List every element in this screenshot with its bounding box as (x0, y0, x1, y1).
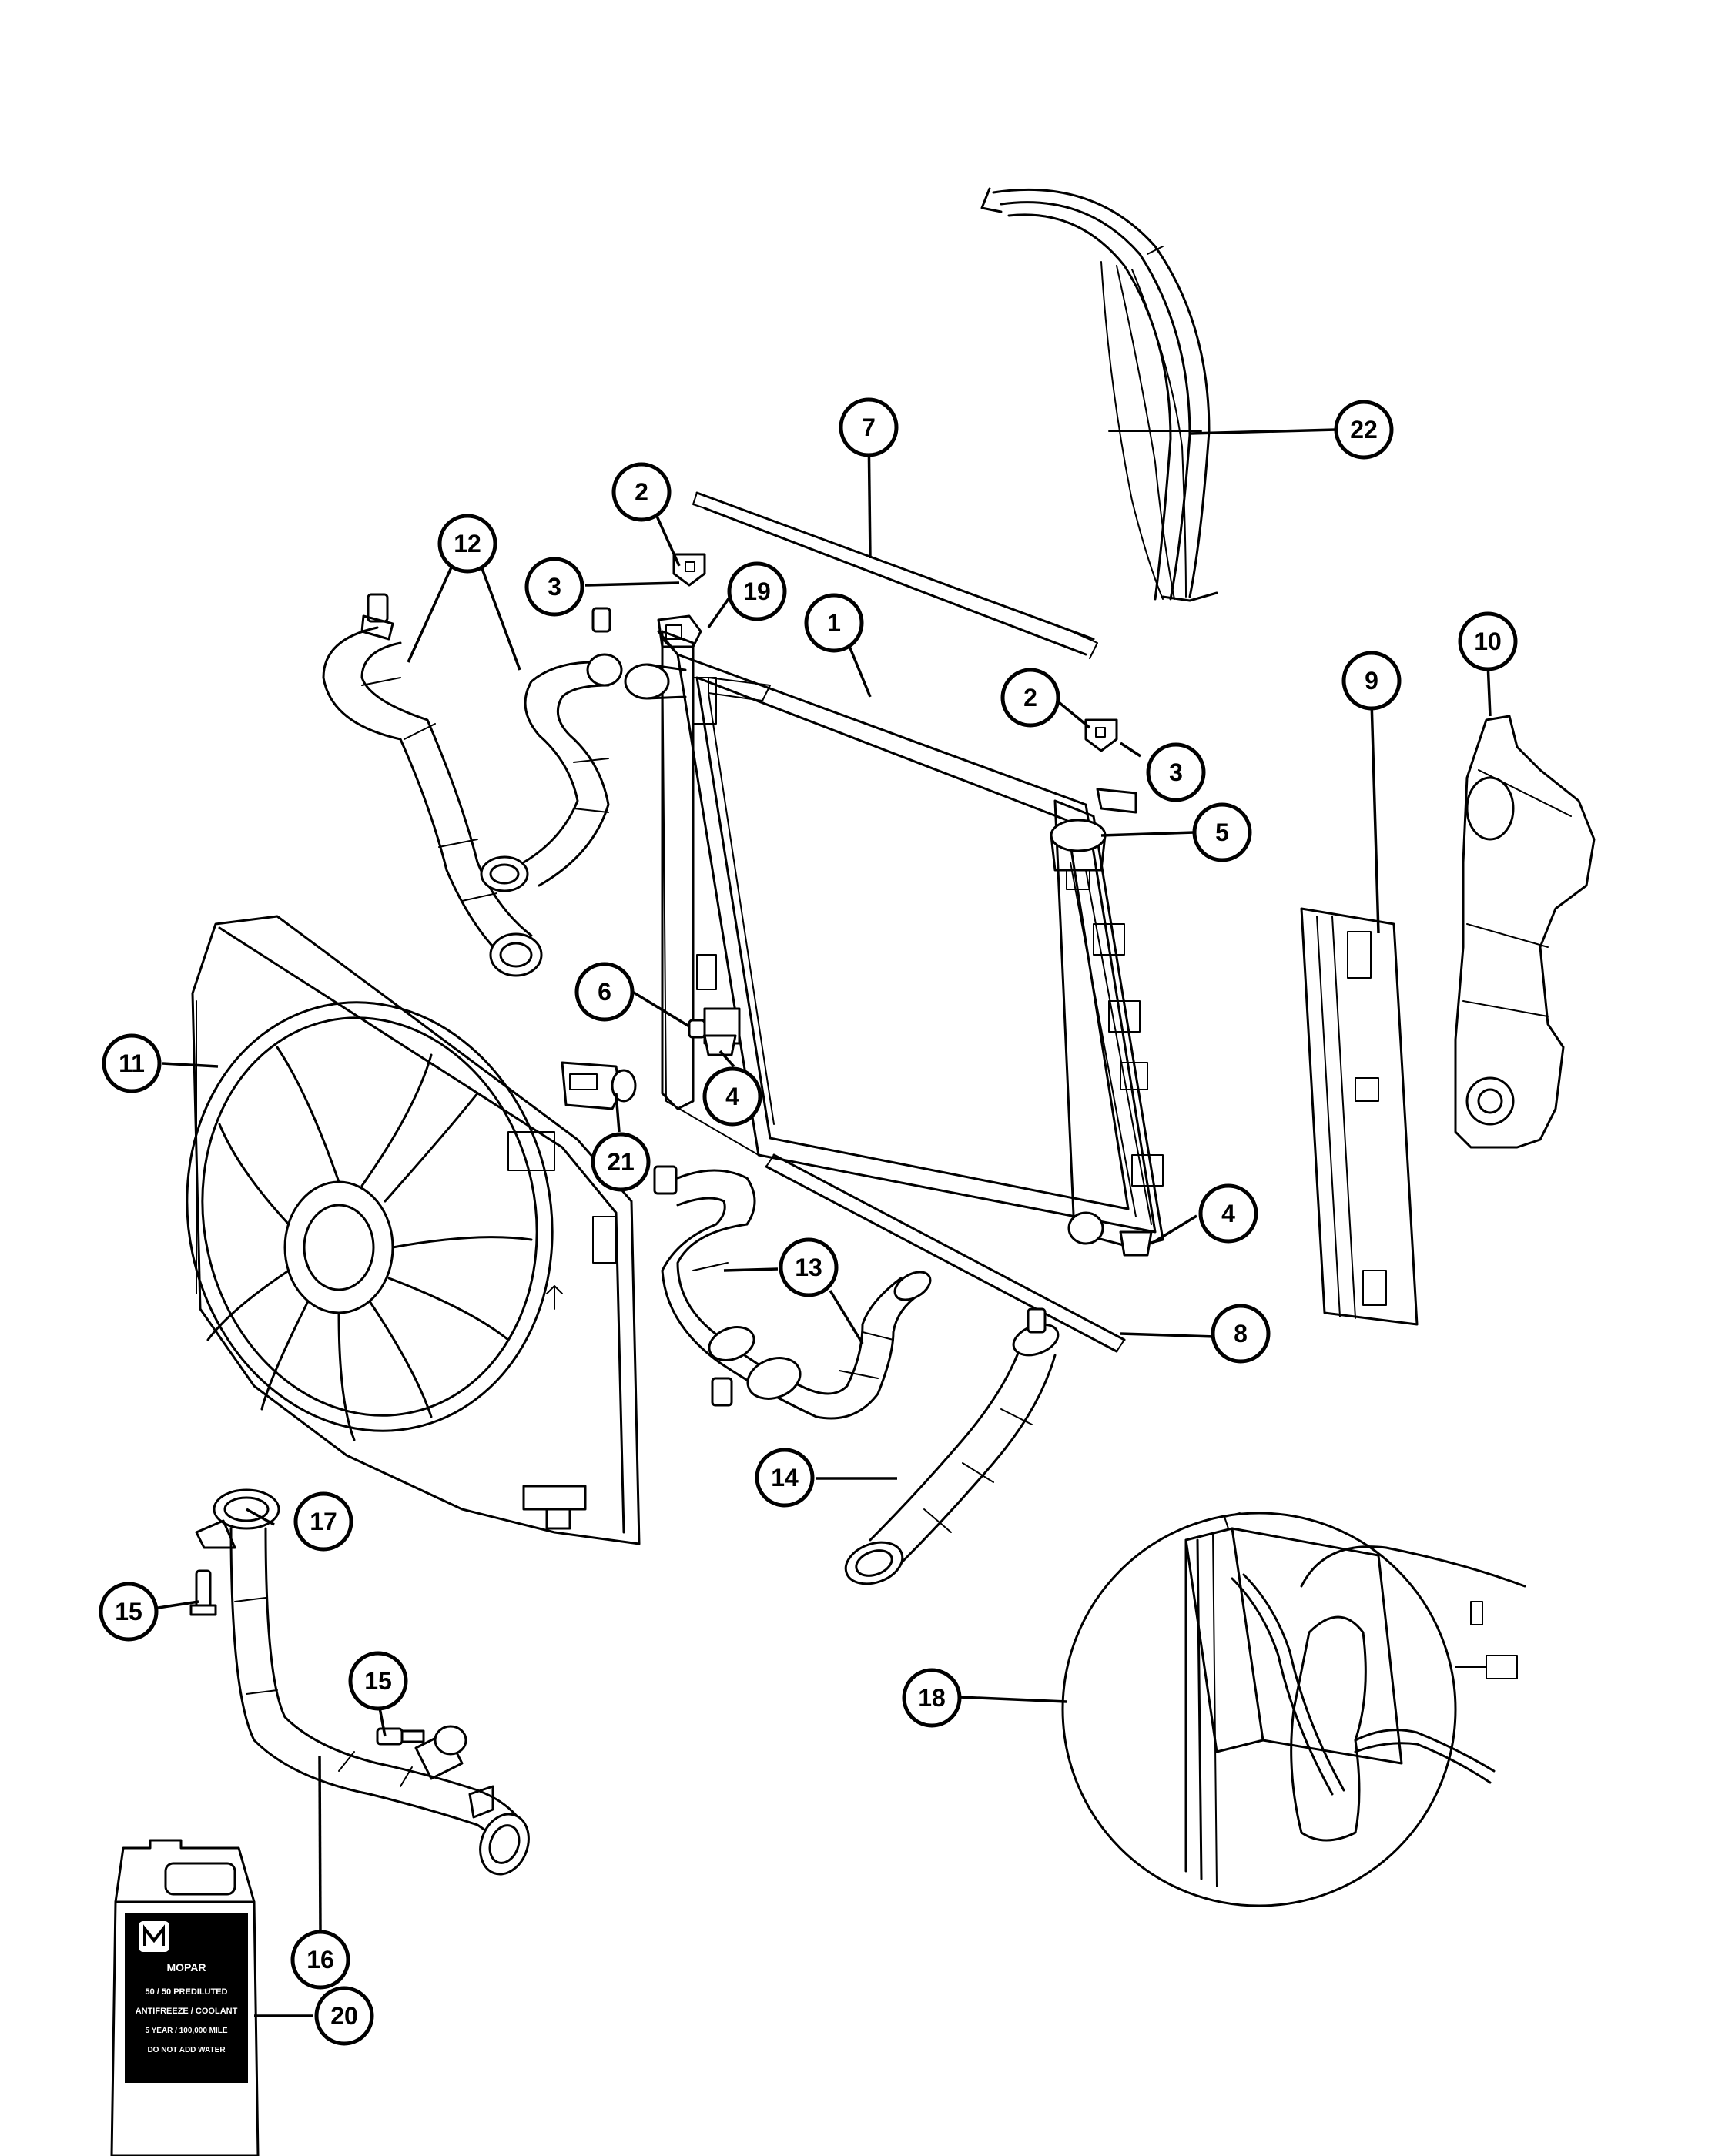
callout-4: 4 (702, 1066, 762, 1127)
detail-inset-part (1061, 1512, 1526, 1907)
callout-15: 15 (348, 1651, 408, 1711)
lower-isolator-right (1119, 1230, 1153, 1257)
callout-number: 12 (454, 530, 481, 557)
callout-16: 16 (290, 1930, 350, 1990)
callout-number: 3 (1169, 758, 1183, 786)
callout-21: 21 (591, 1132, 651, 1192)
upper-bracket-radiator-top (1096, 788, 1137, 814)
callout-3: 3 (524, 557, 584, 617)
lower-radiator-hose-part (653, 1165, 932, 1420)
callout-number: 4 (1221, 1200, 1235, 1227)
callout-7: 7 (839, 397, 899, 457)
jug-line3-text: 5 YEAR / 100,000 MILE (145, 2027, 227, 2035)
callout-19: 19 (727, 561, 787, 621)
upper-mount-bracket-right (1084, 718, 1118, 752)
callout-number: 5 (1215, 819, 1229, 846)
callout-number: 3 (548, 573, 561, 601)
callout-number: 10 (1474, 628, 1502, 655)
callout-2: 2 (611, 462, 672, 522)
callout-2: 2 (1000, 668, 1060, 728)
radiator-part (624, 630, 1164, 1249)
coolant-pipe-part (195, 1488, 530, 1876)
upper-hose-secondary (480, 607, 623, 892)
callouts: 1 2 2 3 3 4 4 5 6 7 8 9 10 11 12 13 14 1… (99, 397, 1518, 2046)
callout-10: 10 (1458, 611, 1518, 671)
callout-number: 22 (1350, 416, 1378, 444)
callout-4: 4 (1198, 1183, 1258, 1244)
callout-12: 12 (437, 514, 497, 574)
callout-22: 22 (1334, 400, 1394, 460)
callout-11: 11 (102, 1033, 162, 1093)
callout-number: 8 (1234, 1320, 1248, 1348)
jug-brand-text: MOPAR (166, 1961, 206, 1974)
leader-lines (152, 425, 1492, 2017)
callout-5: 5 (1192, 802, 1252, 862)
callout-17: 17 (293, 1491, 353, 1552)
callout-number: 16 (306, 1946, 334, 1974)
callout-number: 4 (725, 1083, 739, 1110)
callout-number: 15 (364, 1667, 392, 1695)
bolt-part-left (189, 1569, 217, 1616)
callout-6: 6 (574, 962, 635, 1022)
left-top-bracket-part (657, 614, 702, 648)
air-baffle-part (1454, 715, 1596, 1149)
callout-number: 20 (330, 2002, 358, 2030)
callout-1: 1 (804, 593, 864, 653)
bypass-hose-part (844, 1307, 1060, 1585)
lower-isolator-left (703, 1034, 737, 1056)
callout-number: 2 (635, 478, 648, 506)
callout-number: 6 (598, 978, 611, 1006)
lower-seal-strip-part (765, 1153, 1126, 1353)
upper-mount-bracket-left (672, 553, 706, 587)
fan-shroud-part (186, 915, 641, 1545)
callout-8: 8 (1211, 1304, 1271, 1364)
side-seal-part (1300, 907, 1419, 1326)
callout-number: 14 (771, 1464, 799, 1491)
upper-seal-strip-part (692, 491, 1098, 659)
callout-number: 21 (607, 1148, 635, 1176)
callout-number: 19 (743, 578, 771, 605)
callout-number: 9 (1365, 667, 1378, 695)
upper-radiator-hose-part (322, 593, 543, 977)
jug-line2-text: ANTIFREEZE / COOLANT (136, 2007, 238, 2016)
sensor-connector-part (561, 1061, 637, 1110)
callout-14: 14 (755, 1448, 815, 1508)
jug-line4-text: DO NOT ADD WATER (147, 2046, 226, 2054)
callout-9: 9 (1341, 651, 1402, 711)
callout-number: 17 (310, 1508, 337, 1535)
callout-number: 13 (795, 1254, 822, 1281)
callout-number: 11 (119, 1050, 145, 1077)
callout-20: 20 (314, 1986, 374, 2046)
callout-18: 18 (902, 1668, 962, 1728)
air-deflector-part (980, 187, 1218, 602)
coolant-jug-part: MOPAR 50 / 50 PREDILUTED ANTIFREEZE / CO… (110, 1839, 260, 2156)
callout-number: 7 (862, 413, 876, 441)
callout-15: 15 (99, 1582, 159, 1642)
callout-number: 1 (827, 609, 841, 637)
callout-13: 13 (779, 1237, 839, 1297)
callout-3: 3 (1146, 742, 1206, 802)
callout-number: 2 (1023, 684, 1037, 711)
callout-number: 18 (918, 1684, 946, 1712)
callout-number: 15 (115, 1598, 142, 1625)
jug-line1-text: 50 / 50 PREDILUTED (146, 1987, 228, 1997)
